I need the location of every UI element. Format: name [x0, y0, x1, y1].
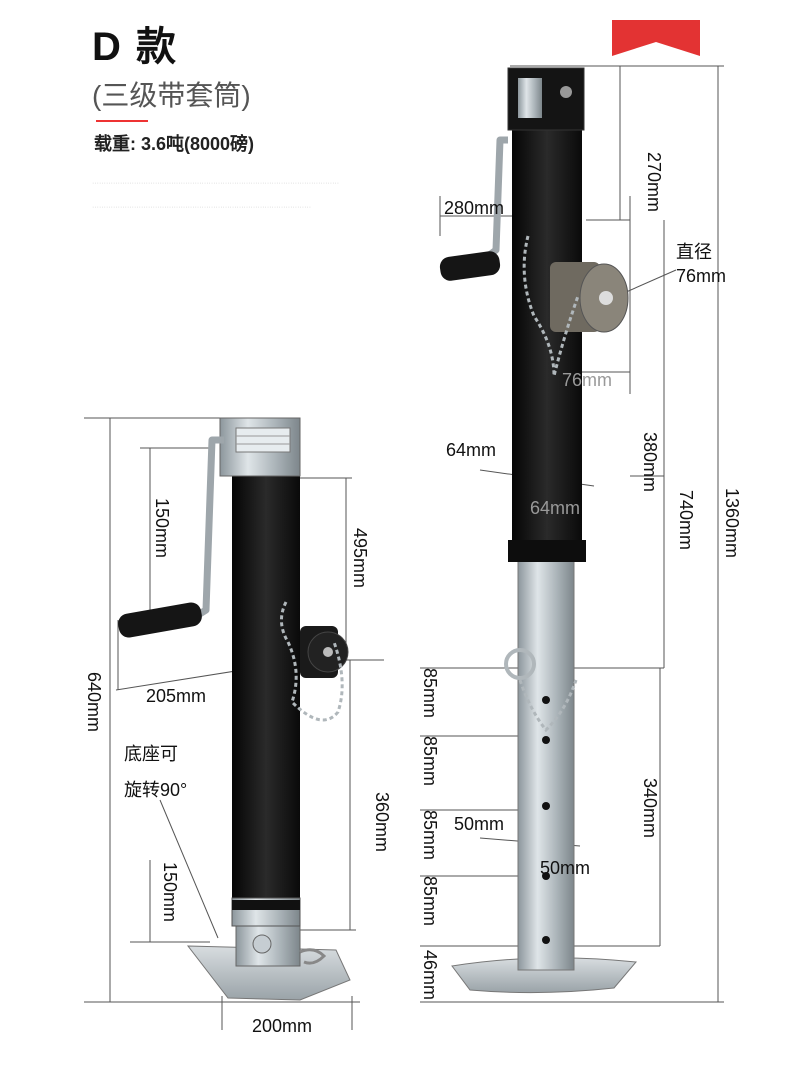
left-jack	[84, 417, 384, 1030]
overall-height-label: 1360mm	[722, 488, 742, 559]
right-upper-total-label: 740mm	[676, 490, 696, 551]
left-crank-width-label: 205mm	[146, 686, 207, 706]
hole-spacing-right-label: 50mm	[540, 858, 591, 878]
tube-width-grey-label: 64mm	[530, 498, 581, 518]
bottom-offset-label: 46mm	[420, 950, 440, 1001]
hole-pitch-label: 85mm	[420, 810, 440, 861]
left-upper-length-label: 495mm	[350, 528, 370, 589]
left-foot-height-label: 150mm	[160, 862, 180, 923]
diameter-label: 直径	[676, 242, 712, 262]
left-crank-height-label: 150mm	[152, 498, 172, 559]
right-lower-total-label: 340mm	[640, 778, 660, 839]
hole-pitch-label: 85mm	[420, 876, 440, 927]
page-subtitle: (三级带套筒)	[92, 80, 251, 111]
hole-pitch-label: 85mm	[420, 736, 440, 787]
right-jack	[420, 65, 724, 1003]
diameter-value: 76mm	[676, 266, 727, 286]
left-foot-width-label: 200mm	[252, 1016, 313, 1036]
page-title: D 款	[92, 25, 178, 69]
left-total-height-label: 640mm	[84, 672, 104, 733]
gear-width-label: 76mm	[562, 370, 613, 390]
hole-pitch-label: 85mm	[420, 668, 440, 719]
swivel-note-line2: 旋转90°	[124, 780, 188, 800]
left-lower-length-label: 360mm	[372, 792, 392, 853]
ribbon-flag-icon	[612, 20, 700, 56]
load-capacity: 载重: 3.6吨(8000磅)	[94, 134, 255, 154]
hole-spacing-left-label: 50mm	[454, 814, 505, 834]
faint-text-line: ········································…	[92, 204, 312, 211]
title-divider	[96, 120, 148, 122]
tube-width-label: 64mm	[446, 440, 497, 460]
faint-text-line: ········································…	[92, 180, 340, 187]
right-top-section-label: 270mm	[644, 152, 664, 213]
right-mid-section-label: 380mm	[640, 432, 660, 493]
swivel-note-line1: 底座可	[124, 744, 178, 764]
right-crank-width-label: 280mm	[444, 198, 505, 218]
